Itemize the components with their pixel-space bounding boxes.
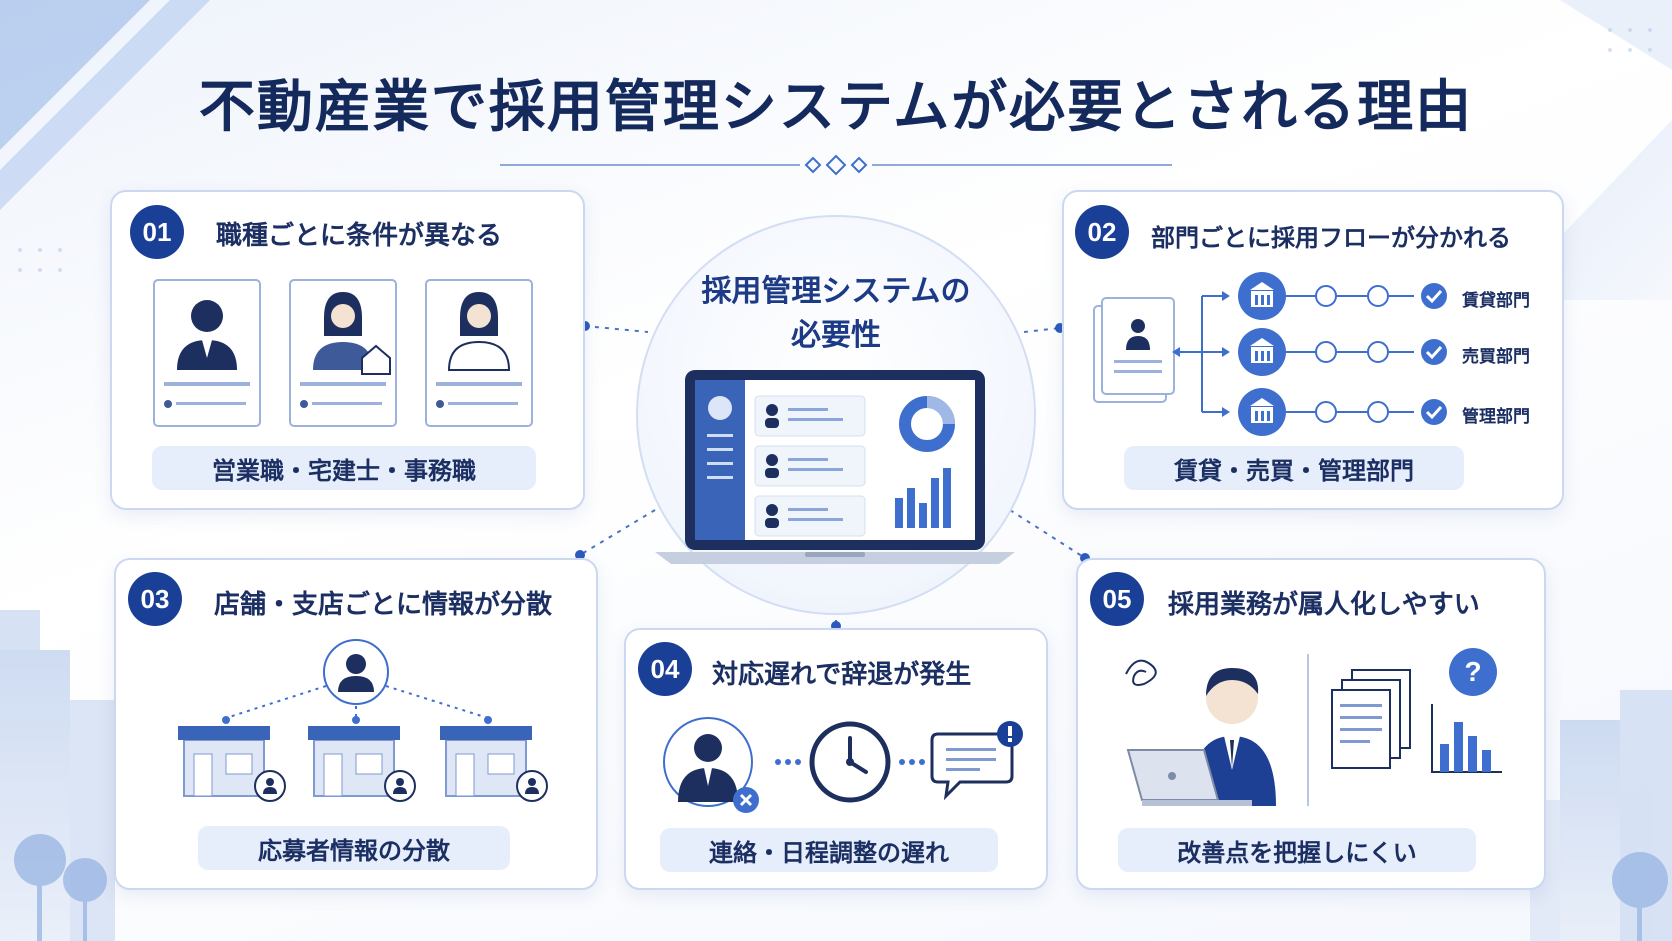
title-ornament <box>500 154 1172 176</box>
card-02-number: 02 <box>1075 205 1129 259</box>
card-01-heading: 職種ごとに条件が異なる <box>216 221 503 251</box>
card-04-illustration <box>663 717 1023 813</box>
store-icon <box>178 726 532 797</box>
center-title: 採用管理システムの 必要性 <box>636 270 1036 358</box>
dept-label-rental: 賃貸部門 <box>1462 291 1530 311</box>
card-03-pill: 応募者情報の分散 <box>198 826 510 870</box>
applicant-icon <box>254 770 548 802</box>
card-03-heading: 店舗・支店ごとに情報が分散 <box>214 590 553 620</box>
card-04-number: 04 <box>638 642 692 696</box>
woman-clerk-resume-icon <box>447 292 511 371</box>
check-circle-icon <box>1421 283 1447 425</box>
dept-label-management: 管理部門 <box>1462 407 1530 427</box>
card-02-heading: 部門ごとに採用フローが分かれる <box>1151 224 1511 252</box>
card-05-pill: 改善点を把握しにくい <box>1118 828 1476 872</box>
card-03-illustration <box>178 639 548 802</box>
card-03-number: 03 <box>128 572 182 626</box>
card-01-pill: 営業職・宅建士・事務職 <box>152 446 536 490</box>
card-04-heading: 対応遅れで辞退が発生 <box>712 660 972 690</box>
documents-icon <box>1331 669 1411 769</box>
clock-icon <box>809 721 891 803</box>
card-01-number: 01 <box>130 205 184 259</box>
woman-realtor-resume-icon <box>313 292 391 375</box>
question-icon: ? <box>1449 648 1497 696</box>
card-02-flow-diagram <box>1093 272 1447 436</box>
center-title-line2: 必要性 <box>791 318 881 353</box>
candidate-cancel-icon <box>663 717 759 813</box>
card-04-pill: 連絡・日程調整の遅れ <box>660 828 998 872</box>
card-01-illustration <box>153 279 533 427</box>
page-title: 不動産業で採用管理システムが必要とされる理由 <box>198 74 1474 140</box>
card-05-illustration: ? <box>1125 648 1502 806</box>
dept-label-sales: 売買部門 <box>1462 347 1530 367</box>
message-alert-icon <box>930 721 1023 801</box>
building-icon <box>1238 272 1286 436</box>
laptop-dashboard-icon <box>655 370 1015 564</box>
bar-chart-icon <box>1431 704 1502 773</box>
svg-text:?: ? <box>1464 656 1481 687</box>
businessman-resume-icon <box>177 300 237 370</box>
card-02-pill: 賃貸・売買・管理部門 <box>1124 446 1464 490</box>
manager-icon <box>323 639 389 705</box>
resume-document-icon <box>1093 297 1175 403</box>
card-05-heading: 採用業務が属人化しやすい <box>1168 590 1480 620</box>
center-title-line1: 採用管理システムの <box>701 274 971 309</box>
card-05-number: 05 <box>1090 572 1144 626</box>
confused-worker-laptop-icon <box>1125 659 1276 806</box>
